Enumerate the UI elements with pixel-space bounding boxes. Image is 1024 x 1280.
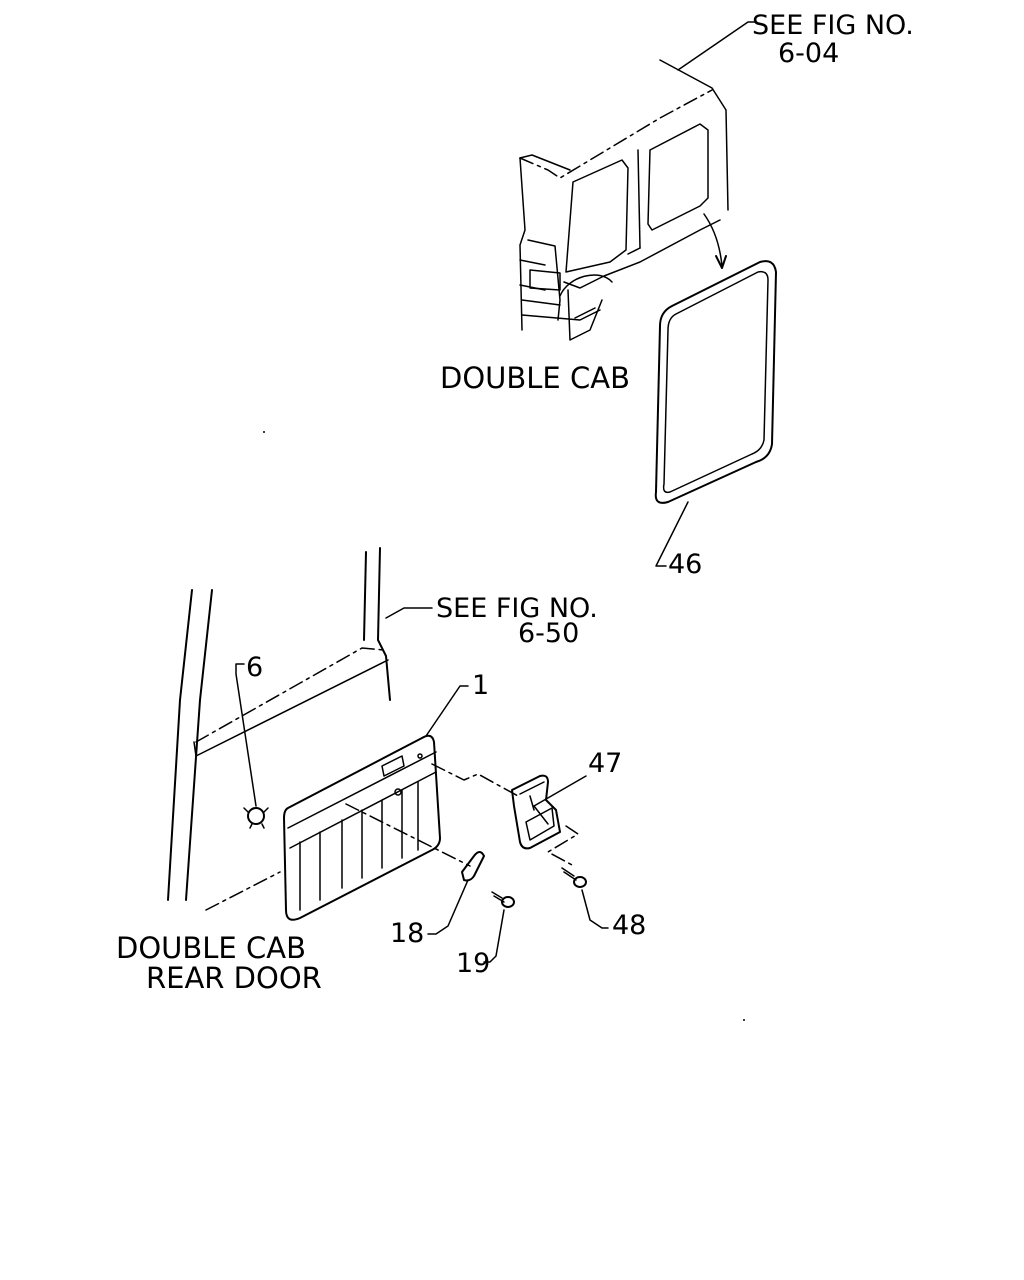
double-cab-top-label: DOUBLE CAB bbox=[440, 361, 630, 395]
callout-47-leader bbox=[533, 775, 587, 807]
rear-door-frame bbox=[167, 547, 391, 911]
screw-48-icon bbox=[561, 867, 587, 888]
callout-6-leader bbox=[235, 663, 257, 807]
see-fig-top-number: 6-04 bbox=[778, 38, 839, 69]
window-weatherstrip-46 bbox=[654, 260, 777, 504]
leader-line bbox=[385, 607, 433, 619]
callout-48: 48 bbox=[612, 910, 646, 941]
leader-line bbox=[677, 21, 756, 71]
double-cab-rear-door-label: REAR DOOR bbox=[146, 961, 322, 995]
callout-47-leader bbox=[533, 805, 549, 825]
see-fig-top-label: SEE FIG NO. bbox=[752, 10, 914, 41]
callout-1-leader bbox=[425, 685, 469, 737]
callout-19: 19 bbox=[456, 948, 490, 979]
assembly-line bbox=[547, 825, 579, 867]
callout-47: 47 bbox=[588, 748, 622, 779]
callout-18: 18 bbox=[390, 918, 424, 949]
callout-48-leader bbox=[581, 889, 609, 929]
callout-1: 1 bbox=[472, 670, 489, 701]
callout-46-leader bbox=[655, 501, 689, 567]
cab-body-illustration bbox=[519, 59, 729, 341]
callout-46: 46 bbox=[668, 549, 702, 580]
pull-handle-18 bbox=[461, 851, 485, 882]
callout-18-leader bbox=[427, 879, 469, 935]
assembly-line bbox=[345, 803, 471, 867]
double-cab-rear-label: DOUBLE CAB bbox=[116, 931, 306, 965]
assembly-line bbox=[431, 763, 519, 797]
handle-bracket-47 bbox=[511, 774, 561, 850]
see-fig-mid-label: SEE FIG NO. bbox=[436, 593, 598, 624]
screw-19-icon bbox=[491, 891, 515, 908]
see-fig-mid-number: 6-50 bbox=[518, 618, 579, 649]
leader-arrow bbox=[703, 213, 723, 267]
clip-6-icon bbox=[243, 807, 269, 829]
door-trim-panel-1 bbox=[283, 734, 441, 921]
callout-6: 6 bbox=[246, 652, 263, 683]
callout-19-leader bbox=[483, 909, 505, 963]
